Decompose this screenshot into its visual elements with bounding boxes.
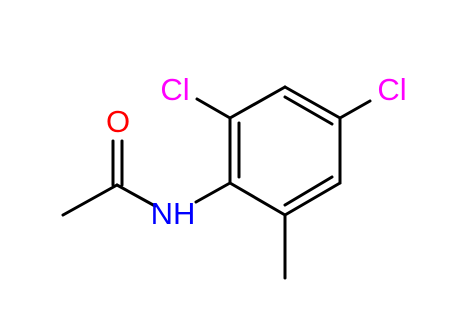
bond-methyl-carbonyl [61, 183, 119, 217]
ring-bond-c2-c3 [228, 85, 287, 120]
bond-ring-chlorine-right [338, 99, 372, 120]
nitrogen-hydrogen-label: NH [151, 196, 196, 231]
ring-bond-c3-c4-inner [283, 95, 334, 126]
chlorine-atom-label-left: Cl [160, 72, 189, 107]
ring-bond-c6-c1 [228, 181, 287, 217]
ring-bond-c3-c4 [283, 85, 342, 120]
ring-bond-c5-c6-inner [283, 175, 334, 207]
bond-nitrogen-ring [194, 181, 232, 204]
bond-ring-chlorine-left [195, 97, 232, 120]
ring-bond-c5-c6 [283, 181, 342, 217]
oxygen-atom-label: O [106, 104, 130, 139]
chlorine-atom-label-right: Cl [377, 72, 406, 107]
bond-carbonyl-nitrogen [115, 183, 157, 208]
